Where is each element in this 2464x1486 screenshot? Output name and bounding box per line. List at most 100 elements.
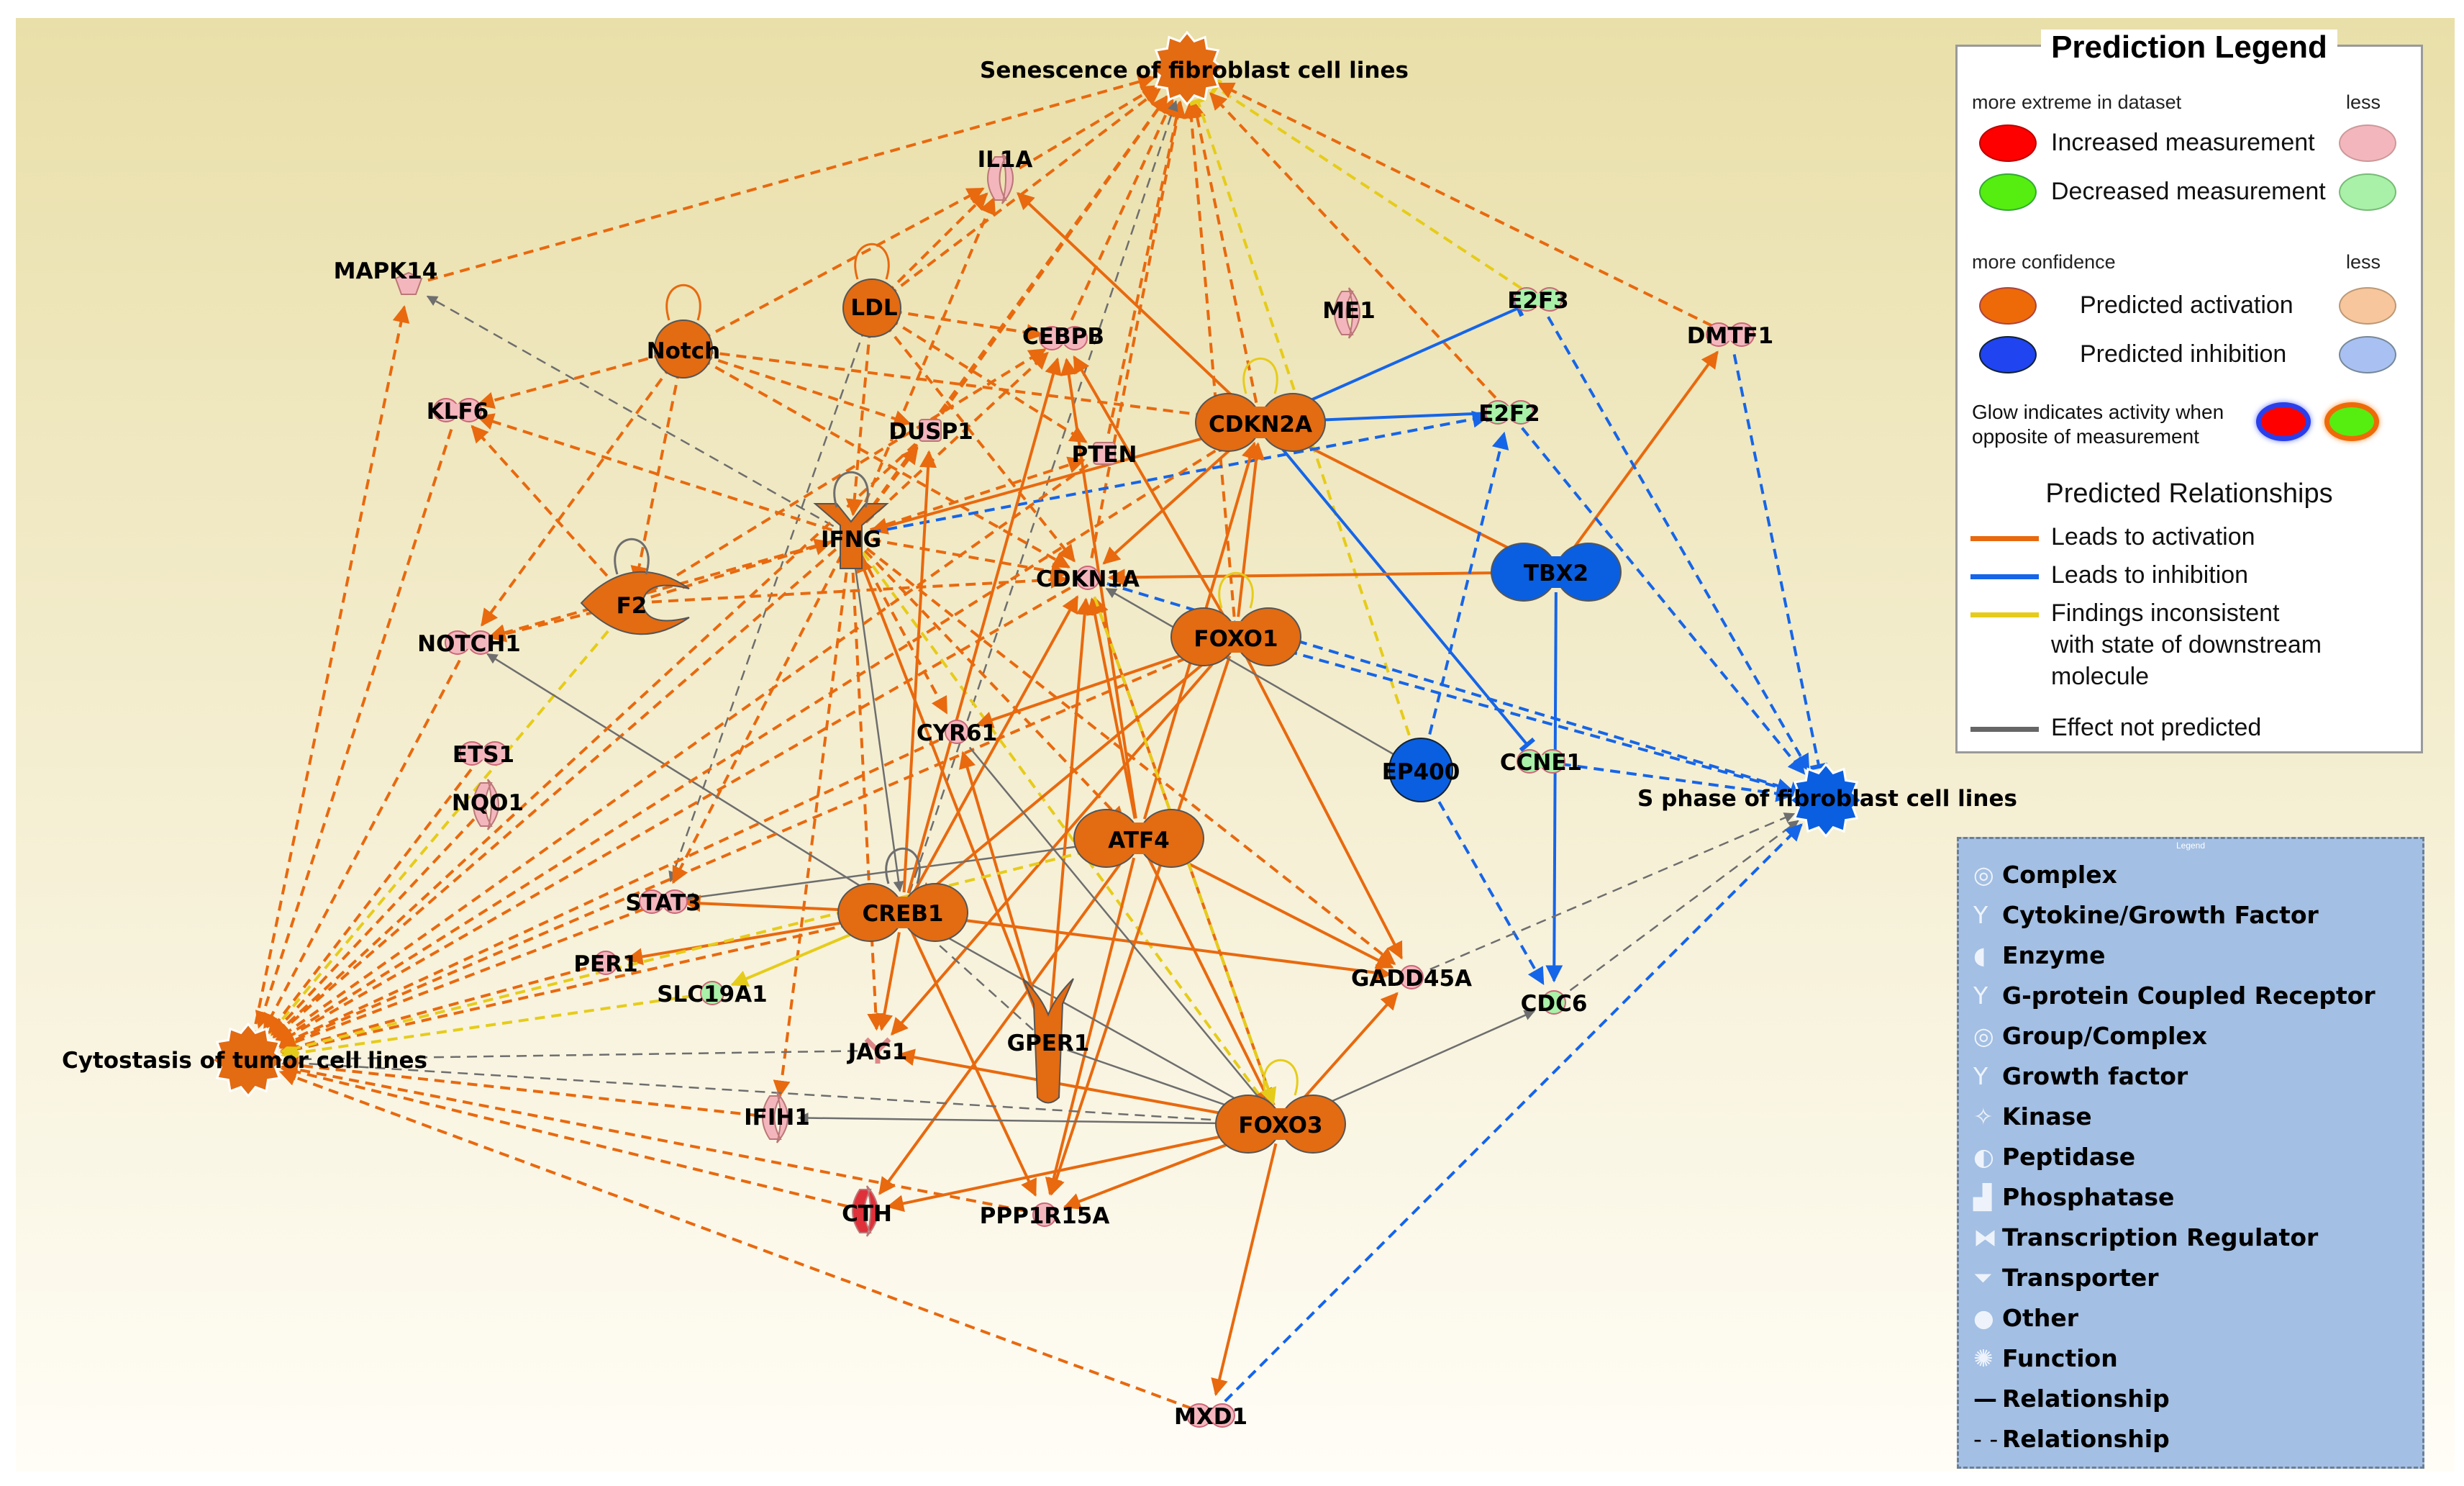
node-creb1[interactable]: CREB1 xyxy=(837,847,968,942)
node-per1[interactable]: PER1 xyxy=(573,951,638,977)
node-mapk14[interactable]: MAPK14 xyxy=(334,258,438,295)
node-e2f2[interactable]: E2F2 xyxy=(1478,400,1540,427)
node-me1[interactable]: ME1 xyxy=(1322,287,1376,339)
edge-cdkn2a-cdkn1a xyxy=(1102,435,1247,565)
node-tbx2[interactable]: TBX2 xyxy=(1491,543,1622,602)
node-dmtf1[interactable]: DMTF1 xyxy=(1687,322,1773,349)
node-ep400[interactable]: EP400 xyxy=(1382,738,1460,802)
edge-foxo1-cebpb xyxy=(1073,355,1227,620)
edge-creb1-cebpb xyxy=(906,357,1062,894)
node-f2[interactable]: F2 xyxy=(580,538,690,635)
node-label-mapk14: MAPK14 xyxy=(334,258,438,284)
edge-foxo1-cdkn2a xyxy=(1237,442,1265,617)
edge-creb1-ppp1r15a xyxy=(910,930,1037,1197)
edge-atf4-stat3 xyxy=(683,840,1119,903)
edge-ldl-il1a xyxy=(885,192,988,295)
node-foxo3[interactable]: FOXO3 xyxy=(1215,1059,1346,1154)
node-stat3[interactable]: STAT3 xyxy=(625,889,701,916)
edge-ifng-mapk14 xyxy=(426,295,835,527)
node-slc19a1[interactable]: SLC19A1 xyxy=(657,981,768,1007)
node-cdkn1a[interactable]: CDKN1A xyxy=(1036,566,1140,592)
node-nqo1[interactable]: NQO1 xyxy=(452,779,524,830)
edge-foxo1-cyt xyxy=(278,643,1219,1048)
function-icon: ✺ xyxy=(1973,1344,1994,1372)
node-ppp1r15a[interactable]: PPP1R15A xyxy=(980,1202,1110,1229)
node-il1a[interactable]: IL1A xyxy=(978,147,1033,204)
node-label-ifng: IFNG xyxy=(821,527,881,553)
edge-ifih1-cyt xyxy=(281,1056,758,1117)
edge-cebpb-sen xyxy=(1070,98,1174,321)
edge-cdkn2a-cyt xyxy=(276,432,1245,1043)
cytokine-icon: Y xyxy=(1973,901,1988,929)
node-cyr61[interactable]: CYR61 xyxy=(917,720,997,746)
node-label-foxo1: FOXO1 xyxy=(1194,626,1278,652)
node-label-nqo1: NQO1 xyxy=(452,790,524,816)
edge-creb1-jag1 xyxy=(876,932,901,1031)
edge-ifng-cyt xyxy=(273,548,837,1039)
node-cdc6[interactable]: CDC6 xyxy=(1521,990,1588,1017)
edge-atf4-cth xyxy=(878,853,1129,1195)
edge-mxd1-cyt xyxy=(278,1069,1193,1410)
decreased-weak-swatch xyxy=(2339,173,2396,211)
edge-ifng-creb1 xyxy=(853,556,904,892)
node-label-e2f3: E2F3 xyxy=(1507,288,1569,314)
inhibition-weak-swatch xyxy=(2339,336,2396,373)
node-label-per1: PER1 xyxy=(573,951,637,977)
node-sph[interactable]: S phase of fibroblast cell lines xyxy=(1637,762,2017,838)
node-mxd1[interactable]: MXD1 xyxy=(1174,1403,1247,1430)
transporter-icon: ⏷ xyxy=(1973,1264,1993,1292)
node-dusp1[interactable]: DUSP1 xyxy=(888,419,973,445)
legend-other: ●Other xyxy=(1973,1304,2078,1332)
edge-f2-cdkn1a xyxy=(651,571,1068,604)
node-jag1[interactable]: JAG1 xyxy=(847,1037,908,1065)
node-ets1[interactable]: ETS1 xyxy=(453,741,514,768)
gpcr-icon: Y xyxy=(1973,982,1988,1010)
node-atf4[interactable]: ATF4 xyxy=(1073,809,1204,868)
edge-ldl-cebpb xyxy=(891,309,1044,341)
node-ccne1[interactable]: CCNE1 xyxy=(1500,749,1582,776)
edge-jag1-cyt xyxy=(281,1050,858,1065)
node-sen[interactable]: Senescence of fibroblast cell lines xyxy=(980,30,1409,107)
node-klf6[interactable]: KLF6 xyxy=(427,398,489,425)
edge-gper1-cyr61 xyxy=(959,751,1045,1025)
node-label-notch: Notch xyxy=(647,338,721,364)
edge-ldl-pten xyxy=(888,317,1088,443)
activation-line-swatch xyxy=(1970,536,2039,541)
node-pten[interactable]: PTEN xyxy=(1072,442,1137,468)
node-ldl[interactable]: LDL xyxy=(842,243,901,337)
edge-ets1-cyt xyxy=(268,768,473,1034)
edge-ifng-pten xyxy=(869,456,1086,532)
node-label-gadd45a: GADD45A xyxy=(1351,966,1472,992)
edge-e2f2-sen xyxy=(1209,92,1497,399)
legend-complex: ◎Complex xyxy=(1973,861,2117,889)
glow-label-1: Glow indicates activity when xyxy=(1972,401,2224,423)
node-label-slc19a1: SLC19A1 xyxy=(657,982,768,1007)
edge-ldl-sen xyxy=(887,88,1161,297)
node-notch[interactable]: Notch xyxy=(647,284,721,379)
node-notch1[interactable]: NOTCH1 xyxy=(417,630,521,657)
node-label-il1a: IL1A xyxy=(978,147,1033,173)
node-cebpb[interactable]: CEBPB xyxy=(1022,324,1104,350)
edge-tbx2-dmtf1 xyxy=(1566,350,1719,557)
other-icon: ● xyxy=(1973,1304,1994,1332)
edge-atf4-cdkn1a xyxy=(1086,597,1137,819)
edge-foxo3-cyt xyxy=(281,1057,1261,1124)
node-gadd45a[interactable]: GADD45A xyxy=(1351,965,1472,992)
peptidase-icon: ◐ xyxy=(1973,1143,1994,1171)
edge-ifng-cdkn1a xyxy=(870,538,1068,580)
edge-ifng-ifih1 xyxy=(773,556,850,1098)
node-cyt[interactable]: Cytostasis of tumor cell lines xyxy=(62,1022,427,1098)
edge-creb1-dusp1 xyxy=(902,450,937,893)
edge-foxo3-gadd45a xyxy=(1293,992,1399,1110)
node-cdkn2a[interactable]: CDKN2A xyxy=(1195,357,1326,452)
node-foxo1[interactable]: FOXO1 xyxy=(1170,571,1301,666)
edge-foxo1-gadd45a xyxy=(1244,653,1404,960)
less-label-2: less xyxy=(2346,251,2381,273)
node-cth[interactable]: CTH xyxy=(842,1185,892,1237)
node-ifng[interactable]: IFNG xyxy=(813,471,889,569)
node-e2f3[interactable]: E2F3 xyxy=(1507,287,1569,314)
node-ifih1[interactable]: IFIH1 xyxy=(744,1092,810,1143)
node-gper1[interactable]: GPER1 xyxy=(1007,978,1090,1104)
edge-cyt-mapk14 xyxy=(250,305,410,1041)
glow-green-swatch xyxy=(2324,402,2379,441)
